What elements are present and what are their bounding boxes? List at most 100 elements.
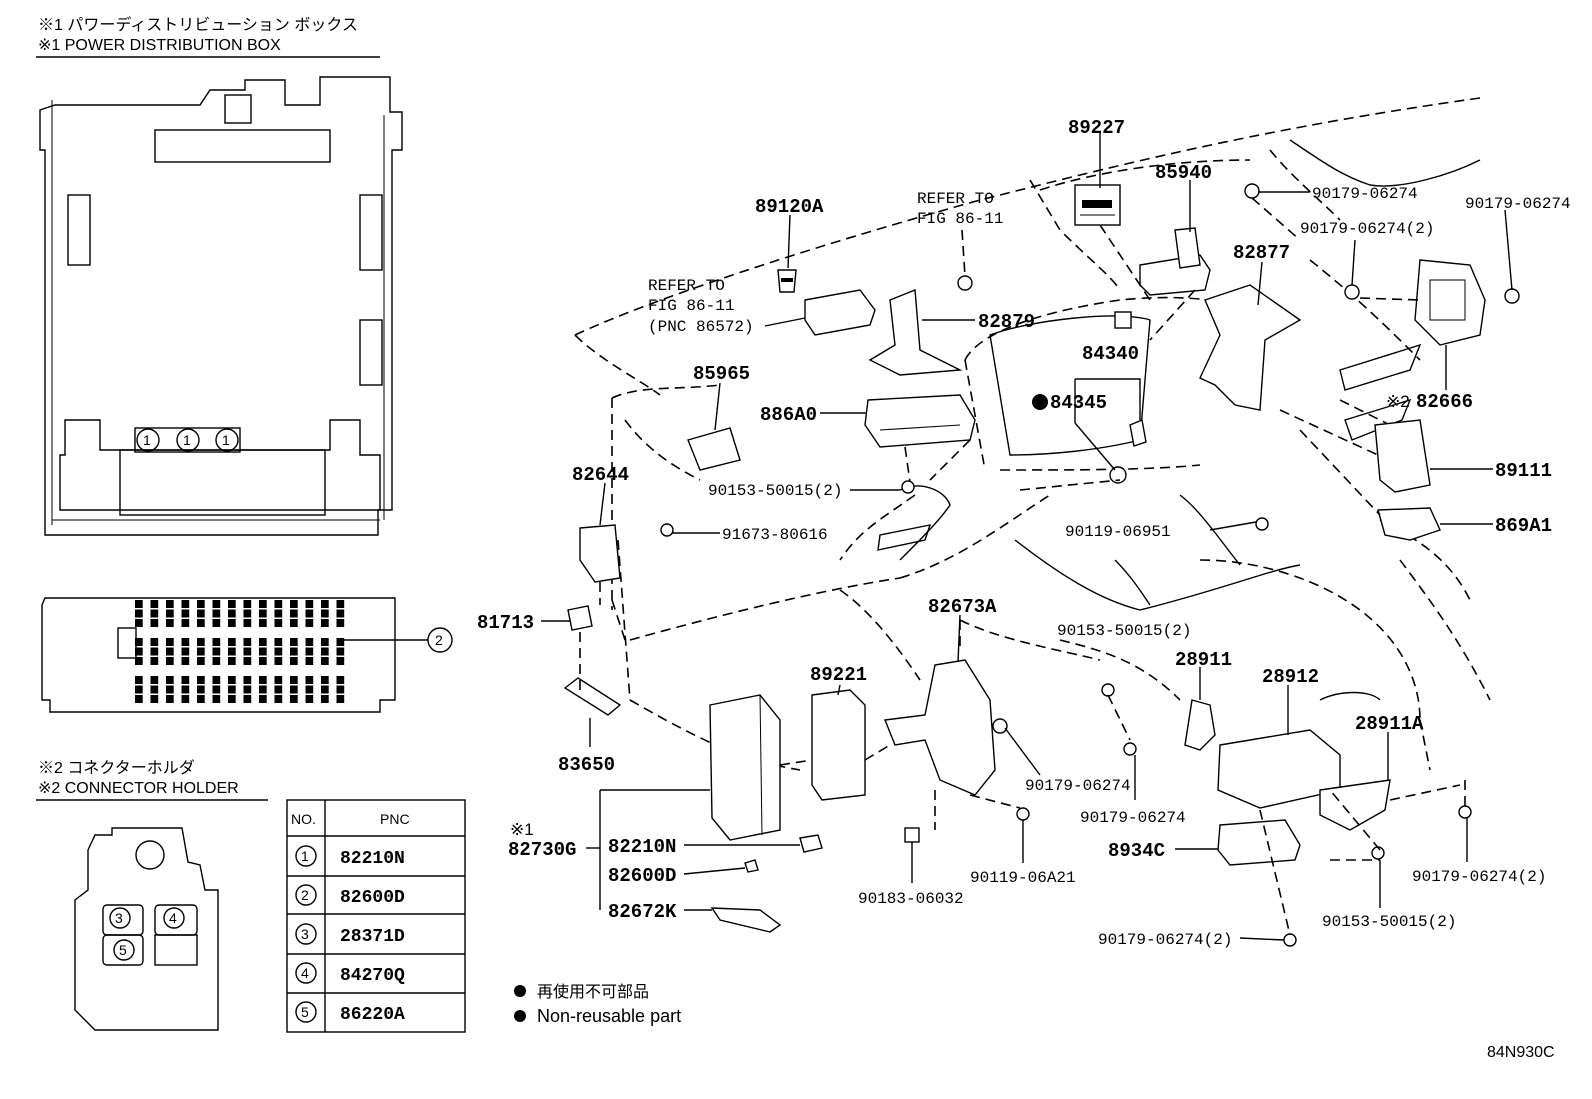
- fuse-slot: [181, 676, 190, 684]
- fuse-slot: [305, 685, 314, 694]
- fuse-slot: [135, 695, 143, 703]
- table-row-3-pnc: 28371D: [340, 927, 405, 947]
- fuse-slot: [228, 609, 236, 618]
- table-row-2-pnc: 82600D: [340, 888, 405, 908]
- part-82210N-shape: [799, 834, 823, 853]
- label-82879: 82879: [978, 311, 1035, 333]
- table-row-1-no: 1: [301, 848, 309, 864]
- fuse-slot: [228, 676, 236, 684]
- fastener-label-14: 90179-06274(2): [1098, 931, 1232, 949]
- fastener-glyphs: [660, 183, 1520, 947]
- fuse-slot: [228, 695, 236, 703]
- callout-1-group: 1 1 1: [134, 427, 241, 453]
- fuse-slot: [150, 695, 159, 703]
- fuse-slot: [336, 685, 345, 694]
- table-row-5-pnc: 86220A: [340, 1005, 405, 1025]
- fuse-slot: [228, 619, 236, 627]
- fuse-slot: [243, 647, 252, 656]
- fuse-slot: [197, 638, 205, 646]
- fuse-slot: [197, 685, 205, 694]
- part-82879-shape: [804, 288, 963, 376]
- label-89111: 89111: [1495, 460, 1552, 482]
- fuse-slot: [135, 609, 143, 618]
- fuse-slot: [321, 685, 329, 694]
- fuse-slot: [336, 647, 345, 656]
- table-row-1-pnc: 82210N: [340, 849, 405, 869]
- fuse-slot: [290, 647, 298, 656]
- label-81713: 81713: [477, 612, 534, 634]
- label-89120A: 89120A: [755, 196, 824, 218]
- fastener-label-5: 91673-80616: [722, 526, 828, 544]
- fastener-label-11: 90183-06032: [858, 890, 964, 908]
- fuse-slot: [135, 647, 143, 656]
- fuse-slot: [243, 638, 252, 646]
- table-row-2-no: 2: [301, 887, 309, 903]
- fuse-slot: [243, 609, 252, 618]
- fuse-slot: [166, 647, 174, 656]
- fuse-slot: [135, 685, 143, 694]
- fuse-slot: [181, 609, 190, 618]
- fuse-slot: [321, 657, 329, 665]
- label-82730G-mark: ※1: [510, 820, 534, 839]
- fuse-slot: [274, 619, 283, 627]
- fuse-slot: [243, 695, 252, 703]
- fuse-slot: [305, 638, 314, 646]
- label-84340: 84340: [1082, 343, 1139, 365]
- fuse-slot: [321, 609, 329, 618]
- fuse-slot: [150, 657, 159, 665]
- fuse-slot: [336, 676, 345, 684]
- label-28911A: 28911A: [1355, 713, 1424, 735]
- fuse-slot: [181, 647, 190, 656]
- fuse-slot: [305, 600, 314, 608]
- fuse-slot: [290, 600, 298, 608]
- fuse-slot: [336, 657, 345, 665]
- fuse-slot: [336, 609, 345, 618]
- fastener-label-9: 90179-06274: [1080, 809, 1186, 827]
- fuse-slot: [321, 619, 329, 627]
- figure-code: 84N930C: [1487, 1044, 1555, 1061]
- fuse-slot: [212, 657, 221, 665]
- pnc-table: NO. PNC 1 82210N 2 82600D 3 28371D 4 842…: [286, 799, 466, 1033]
- fuse-slot: [290, 638, 298, 646]
- callout-5: 5: [119, 942, 127, 958]
- fuse-slot: [274, 695, 283, 703]
- label-869A1: 869A1: [1495, 515, 1552, 537]
- instrument-panel-outline: [574, 97, 1491, 771]
- fuse-slot: [212, 676, 221, 684]
- fuse-slot: [166, 657, 174, 665]
- part-89221-shape: [811, 689, 866, 801]
- fuse-slot: [212, 638, 221, 646]
- label-28912: 28912: [1262, 666, 1319, 688]
- fuse-slot: [274, 638, 283, 646]
- callout-1a: 1: [143, 432, 151, 448]
- fuse-slot: [212, 600, 221, 608]
- part-83650-shape: [563, 677, 622, 716]
- table-header-no: NO.: [291, 811, 316, 827]
- fuse-slot: [166, 685, 174, 694]
- fuse-slot: [181, 657, 190, 665]
- fuse-slot: [212, 609, 221, 618]
- fuse-slot: [135, 600, 143, 608]
- fuse-slot: [166, 638, 174, 646]
- fuse-slot: [259, 609, 267, 618]
- fuse-slot: [305, 619, 314, 627]
- fuse-slot: [321, 638, 329, 646]
- legend-text-jp: 再使用不可部品: [537, 983, 649, 1001]
- part-84340-shape: [1109, 419, 1147, 484]
- label-28911: 28911: [1175, 649, 1232, 671]
- fuse-slot: [135, 638, 143, 646]
- note1-jp: ※1 パワーディストリビューション ボックス: [38, 15, 358, 34]
- fastener-label-6: 90119-06951: [1065, 523, 1171, 541]
- fuse-slot: [336, 619, 345, 627]
- fuse-slot: [228, 638, 236, 646]
- fastener-label-3: 90179-06274(2): [1300, 220, 1434, 238]
- fuse-slot: [166, 609, 174, 618]
- fuse-slot: [274, 609, 283, 618]
- part-82644-shape: [579, 524, 621, 583]
- fuse-slot: [228, 657, 236, 665]
- fuse-slot: [259, 695, 267, 703]
- leader-lines: [541, 133, 1513, 941]
- label-85965: 85965: [693, 363, 750, 385]
- fuse-slot: [197, 647, 205, 656]
